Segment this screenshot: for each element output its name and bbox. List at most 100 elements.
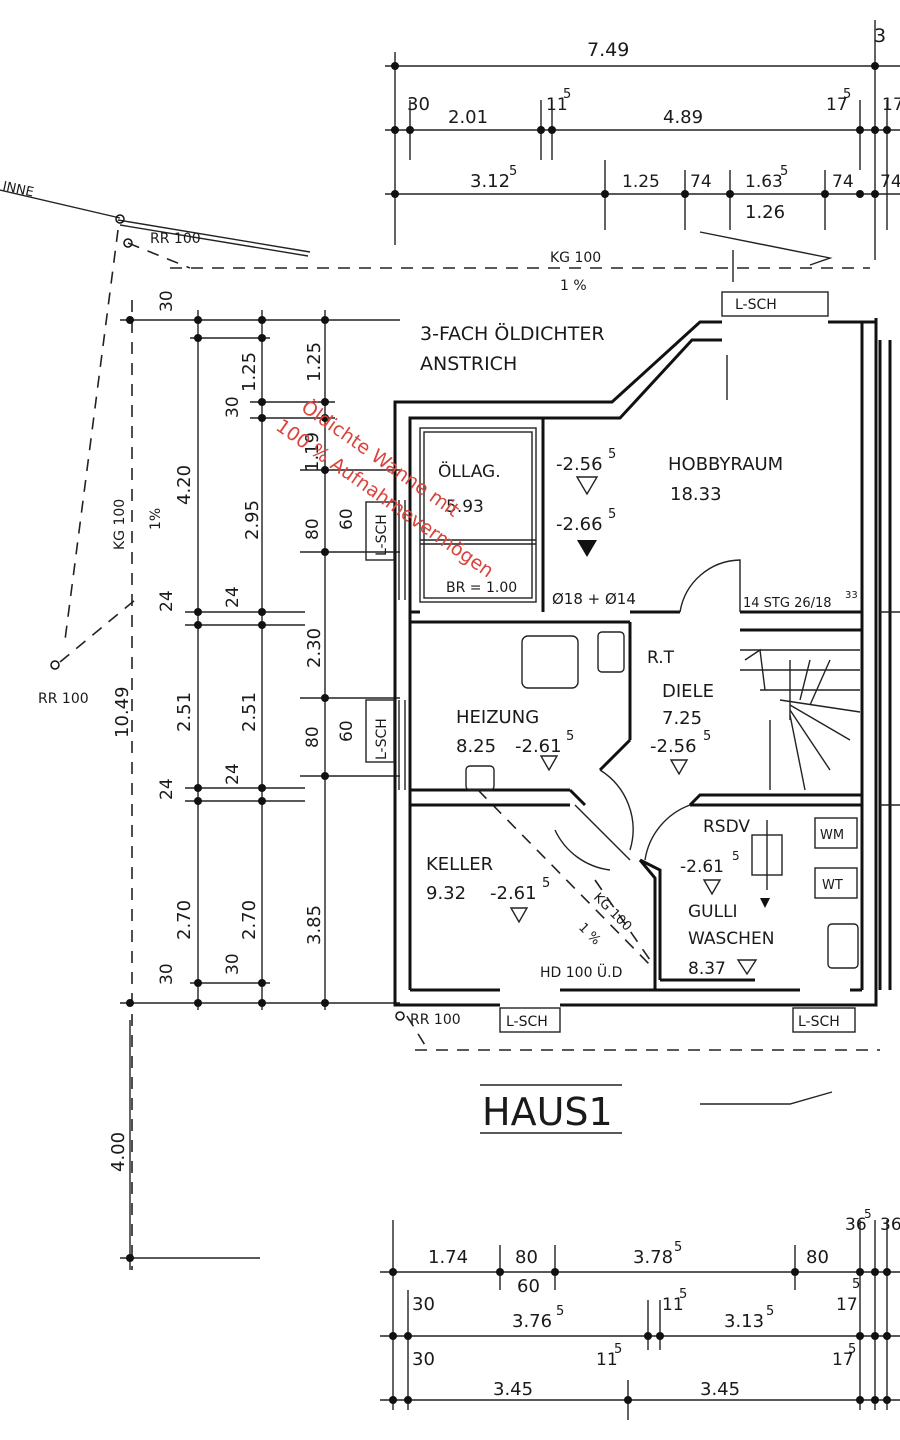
hobbyraum-level2: -2.66 (556, 514, 603, 535)
hobbyraum-area: 18.33 (670, 484, 722, 505)
hobbyraum-level1-sup: 5 (608, 447, 616, 462)
bottom-row2-2: 5 (556, 1304, 564, 1319)
hobbyraum-name: HOBBYRAUM (668, 454, 783, 475)
left-col1-6: 30 (157, 963, 177, 985)
top-dim-row2-3: 5 (563, 87, 571, 102)
bottom-row2-3: 11 (662, 1295, 684, 1315)
diele-level-sup: 5 (703, 729, 711, 744)
light-shaft-top: L-SCH (735, 297, 777, 313)
waschen-gulli: GULLI (688, 902, 738, 922)
bottom-row1-7: 36 (880, 1215, 900, 1235)
diele-level: -2.56 (650, 736, 697, 757)
bottom-row1-0: 1.74 (428, 1247, 468, 1268)
bottom-row1-6: 5 (864, 1207, 872, 1221)
heizung-rt: R.T (647, 648, 675, 668)
bottom-row1-sub: 60 (517, 1276, 540, 1297)
left-col4-1: 60 (337, 720, 357, 742)
slope-label-left: 1% (148, 508, 164, 530)
rr-label-left: RR 100 (38, 691, 89, 707)
top-dim-row2-4: 4.89 (663, 107, 703, 128)
left-col3-2: 80 (303, 518, 323, 540)
top-dim-row3-3: 74 (690, 172, 712, 192)
top-dim-row2-7: 17 (882, 95, 900, 115)
waschen-area: 8.37 (688, 959, 726, 979)
hobbyraum-level1: -2.56 (556, 454, 603, 475)
left-overall: 10.49 (112, 686, 133, 738)
building-walls (393, 318, 900, 1007)
top-dim-row2-0: 30 (407, 94, 430, 115)
left-col1-1: 4.20 (174, 465, 195, 505)
kg-label-left: KG 100 (112, 499, 128, 550)
left-col2-2: 2.95 (242, 500, 263, 540)
hd-label: HD 100 Ü.D (540, 963, 622, 981)
left-col4-0: 60 (337, 508, 357, 530)
bottom-row4-0: 3.45 (493, 1379, 533, 1400)
left-col1-0: 30 (157, 290, 177, 312)
left-col2-0: 1.25 (239, 352, 260, 392)
heizung-name: HEIZUNG (456, 707, 539, 728)
bottom-row4-1: 3.45 (700, 1379, 740, 1400)
light-shaft-left-lower: L-SCH (374, 718, 390, 760)
top-dim-row3-7: 74 (880, 172, 900, 192)
left-col3-3: 2.30 (304, 628, 325, 668)
left-col2-4: 2.51 (239, 692, 260, 732)
keller-name: KELLER (426, 854, 493, 875)
bottom-row2-7: 17 (836, 1295, 858, 1315)
left-col2-3: 24 (223, 586, 243, 608)
left-col1-3: 2.51 (174, 692, 195, 732)
plan-title: HAUS1 (482, 1090, 613, 1134)
waschen-rsdv: RSDV (703, 817, 750, 837)
hobbyraum-stairs: 14 STG 26/18 (743, 596, 832, 611)
bottom-row3-4: 5 (848, 1342, 856, 1357)
bottom-row2-1: 3.76 (512, 1311, 552, 1332)
top-dim-row3-8: 1.26 (745, 202, 785, 223)
room-ollager: ÖLLAG. 5.93 BR = 1.00 (438, 460, 517, 596)
hobbyraum-level2-sup: 5 (608, 507, 616, 522)
bottom-row1-3: 5 (674, 1240, 682, 1255)
top-dim-edge: 3 (874, 25, 886, 47)
bottom-row1-5: 36 (845, 1215, 867, 1235)
bottom-row3-0: 30 (412, 1349, 435, 1370)
light-shaft-bottom-left: L-SCH (506, 1014, 548, 1030)
left-col3-5: 3.85 (304, 905, 325, 945)
rinne-label: INNE (1, 179, 35, 200)
light-shaft-bottom-right: L-SCH (798, 1014, 840, 1030)
top-dim-row3-1: 5 (509, 164, 517, 179)
top-dim-row3-2: 1.25 (622, 172, 660, 192)
bottom-row2-0: 30 (412, 1294, 435, 1315)
slope-label-diag: 1 % (575, 920, 603, 948)
coating-note-line2: ANSTRICH (420, 353, 517, 375)
top-dim-row2-1: 2.01 (448, 107, 488, 128)
room-waschen: RSDV -2.61 5 GULLI WASCHEN 8.37 WM WT (680, 817, 844, 979)
bottom-row3-1: 11 (596, 1350, 618, 1370)
bottom-row2-6: 5 (766, 1304, 774, 1319)
heizung-level: -2.61 (515, 736, 562, 757)
room-heizung: HEIZUNG 8.25 -2.61 5 R.T (456, 648, 675, 757)
rr-label-bottom: RR 100 (410, 1012, 461, 1028)
ollager-name: ÖLLAG. (438, 460, 501, 482)
ollager-window: BR = 1.00 (446, 580, 517, 596)
keller-area: 9.32 (426, 883, 466, 904)
bottom-row1-2: 3.78 (633, 1247, 673, 1268)
diele-area: 7.25 (662, 708, 702, 729)
heizung-area: 8.25 (456, 736, 496, 757)
left-col2-7: 30 (223, 953, 243, 975)
slope-label-top: 1 % (560, 278, 587, 294)
top-dimension-chains: 7.49 3 30 2.01 11 5 4.89 17 5 17 3.12 5 … (385, 20, 900, 260)
keller-level-sup: 5 (542, 876, 550, 891)
bottom-dimension-chains: 1.74 80 3.78 5 80 36 5 36 60 30 3.76 5 1… (380, 1207, 900, 1420)
hobbyraum-stairs-sup: 33 (845, 590, 858, 601)
left-lower: 4.00 (108, 1132, 129, 1172)
top-dim-row2-2: 11 (546, 95, 568, 115)
left-col1-4: 24 (157, 778, 177, 800)
top-dim-overall: 7.49 (587, 39, 629, 61)
waschen-wt: WT (822, 878, 843, 893)
top-dim-row2-6: 5 (843, 87, 851, 102)
keller-level: -2.61 (490, 883, 537, 904)
left-col3-4: 80 (303, 726, 323, 748)
waschen-wm: WM (820, 828, 844, 843)
waschen-level-sup: 5 (732, 849, 740, 863)
plan-notes: 3-FACH ÖLDICHTER ANSTRICH L-SCH L-SCH L-… (374, 297, 840, 1030)
waschen-level: -2.61 (680, 857, 724, 877)
